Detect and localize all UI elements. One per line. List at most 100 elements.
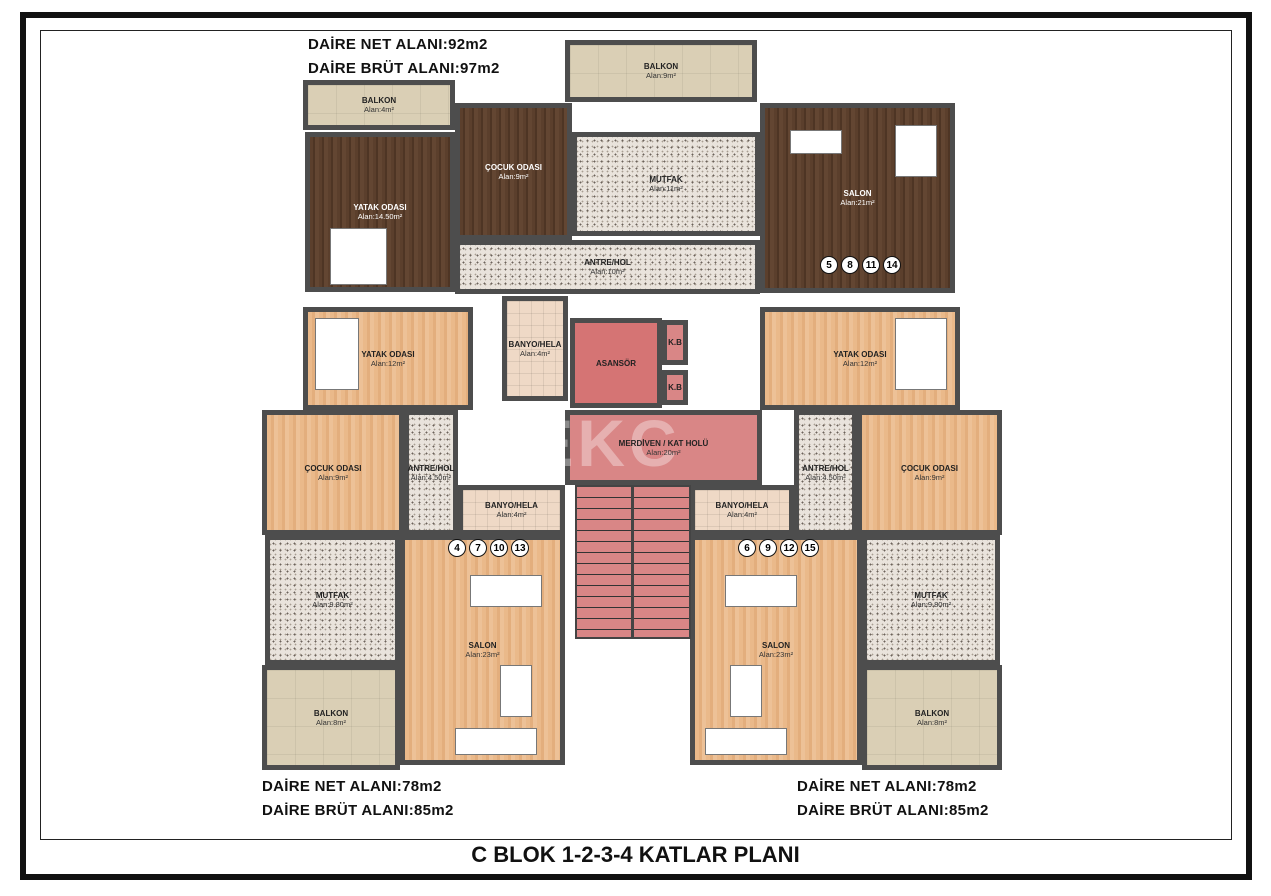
right-net-area: DAİRE NET ALANI:78m2 [797,778,977,795]
room-area: Alan:4m² [519,348,550,358]
top-apartment-area-info: DAİRE NET ALANI:92m2 DAİRE BRÜT ALANI:97… [308,33,500,81]
bed-furniture [315,318,359,390]
room-name: MUTFAK [649,175,683,184]
bed-furniture [330,228,387,285]
armchair-furniture [730,665,762,717]
room-name: YATAK ODASI [353,203,407,212]
room-area: Alan:23m² [465,650,500,659]
unit-number: 15 [801,539,819,557]
unit-number: 4 [448,539,466,557]
left-net-area: DAİRE NET ALANI:78m2 [262,778,442,795]
room-name: ASANSÖR [595,358,636,368]
shaft-room: K.B [662,320,688,365]
room-area: Alan:14.50m² [357,212,403,221]
room-name: BANYO/HELA [485,501,538,510]
room-name: BANYO/HELA [715,501,769,510]
right-gross-area: DAİRE BRÜT ALANI:85m2 [797,802,989,819]
room-name: SALON [762,641,790,650]
room-area: Alan:11m² [649,184,683,193]
room-area: Alan:9.80m² [312,600,353,609]
left-unit-numbers: 4 7 10 13 [448,539,529,557]
room-area: Alan:4m² [496,510,527,519]
left-apartment-area-info: DAİRE NET ALANI:78m2 DAİRE BRÜT ALANI:85… [262,775,454,823]
room-area: Alan:4m² [363,105,394,114]
dining-table-furniture [725,575,797,607]
sofa-table-furniture [790,130,842,154]
watermark-logo: TEKC [485,406,681,480]
room-name: BANYO/HELA [508,339,562,349]
room-name: SALON [468,641,497,650]
elevator: ASANSÖR [570,318,662,408]
outer-frame [20,12,1252,880]
room-name: ÇOCUK ODASI [901,463,958,473]
room-name: K.B [668,383,682,392]
unit-number: 10 [490,539,508,557]
room-name: K.B [668,338,682,347]
unit-number: 13 [511,539,529,557]
room-name: YATAK ODASI [833,349,887,359]
room-area: Alan:20m² [646,447,681,457]
room-name: ANTRE/HOL [802,463,849,473]
unit-number: 11 [862,256,880,274]
bed-furniture [895,318,947,390]
unit-number: 7 [469,539,487,557]
top-gross-area: DAİRE BRÜT ALANI:97m2 [308,60,500,77]
unit-number: 6 [738,539,756,557]
room-name: MERDİVEN / KAT HOLÜ [618,438,709,448]
room-area: Alan:9.80m² [910,600,952,609]
left-gross-area: DAİRE BRÜT ALANI:85m2 [262,802,454,819]
right-unit-numbers: 6 9 12 15 [738,539,819,557]
room-area: Alan:8m² [916,717,947,727]
unit-number: 8 [841,256,859,274]
room-name: YATAK ODASI [361,349,415,359]
room-area: Alan:9m² [645,71,676,80]
staircase [575,485,691,639]
armchair-furniture [500,665,532,717]
room-area: Alan:21m² [840,198,875,207]
room-area: Alan:8m² [315,717,346,727]
room-name: BALKON [914,708,950,718]
room-name: BALKON [313,708,349,718]
shaft-room: K.B [662,370,688,405]
room-name: MUTFAK [315,591,350,600]
sofa-furniture [455,728,537,755]
dining-table-furniture [470,575,542,607]
room-area: Alan:9m² [498,171,529,181]
room-name: MUTFAK [914,591,948,600]
room-area: Alan:9m² [914,472,945,482]
top-unit-numbers: 5 8 11 14 [820,256,901,274]
unit-number: 12 [780,539,798,557]
unit-number: 9 [759,539,777,557]
room-area: Alan:4.50m² [410,472,452,482]
unit-number: 14 [883,256,901,274]
sofa-furniture [705,728,787,755]
room-area: Alan:12m² [370,358,406,368]
room-area: Alan:4.50m² [805,472,846,482]
room-name: SALON [843,189,872,198]
room-name: ÇOCUK ODASI [304,463,362,473]
unit-number: 5 [820,256,838,274]
room-area: Alan:12m² [842,358,878,368]
room-area: Alan:23m² [758,650,794,659]
room-name: ANTRE/HOL [407,463,455,473]
